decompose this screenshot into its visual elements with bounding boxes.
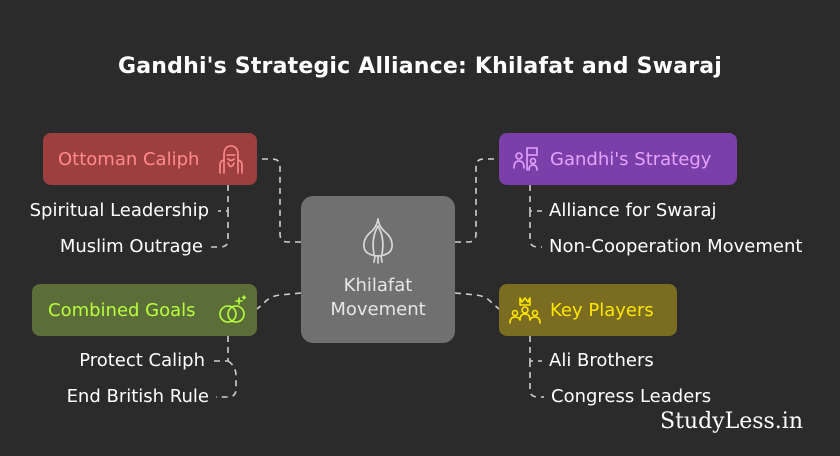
list-item-congress-leaders: Congress Leaders — [551, 386, 712, 407]
center-node-khilafat-movement[interactable]: Khilafat Movement — [301, 196, 455, 343]
list-item-alliance-for-swaraj: Alliance for Swaraj — [549, 200, 717, 221]
garlic-bulb-icon — [358, 216, 398, 271]
connector-strategy-item1 — [529, 185, 542, 212]
connector-goals-item2 — [216, 360, 237, 398]
watermark: StudyLess.in — [660, 409, 803, 434]
connector-center-strategy — [455, 158, 499, 243]
list-item-ali-brothers: Ali Brothers — [549, 350, 654, 371]
topic-key-players[interactable]: Key Players — [499, 284, 677, 336]
topic-players-label: Key Players — [550, 299, 654, 321]
connector-center-players — [454, 292, 500, 310]
list-item-non-cooperation-movement: Non-Cooperation Movement — [549, 236, 803, 257]
topic-ottoman-caliph[interactable]: Ottoman Caliph — [43, 133, 257, 185]
list-item-spiritual-leadership: Spiritual Leadership — [29, 200, 209, 221]
page-title: Gandhi's Strategic Alliance: Khilafat an… — [117, 54, 723, 79]
connector-center-goals — [256, 292, 302, 310]
list-item-protect-caliph: Protect Caliph — [79, 350, 205, 371]
list-item-end-british-rule: End British Rule — [66, 386, 209, 407]
connector-ottoman-item1 — [218, 185, 229, 212]
connector-players-item1 — [529, 336, 542, 362]
connector-players-item2 — [529, 361, 544, 398]
center-label: Khilafat Movement — [330, 275, 426, 320]
connector-goals-item1 — [214, 336, 229, 362]
topic-combined-goals[interactable]: Combined Goals — [32, 284, 257, 336]
topic-ottoman-label: Ottoman Caliph — [58, 148, 200, 170]
connector-ottoman-item2 — [210, 211, 229, 248]
list-item-muslim-outrage: Muslim Outrage — [59, 236, 203, 257]
topic-strategy-label: Gandhi's Strategy — [550, 148, 712, 170]
topic-goals-label: Combined Goals — [48, 299, 196, 321]
rings-icon — [216, 294, 248, 326]
topic-gandhis-strategy[interactable]: Gandhi's Strategy — [499, 133, 737, 185]
crowned-group-icon — [509, 295, 541, 325]
connector-center-ottoman — [257, 158, 301, 243]
connector-strategy-item2 — [529, 211, 542, 248]
caliph-portrait-icon — [216, 143, 246, 175]
strategy-people-flag-icon — [511, 144, 541, 174]
